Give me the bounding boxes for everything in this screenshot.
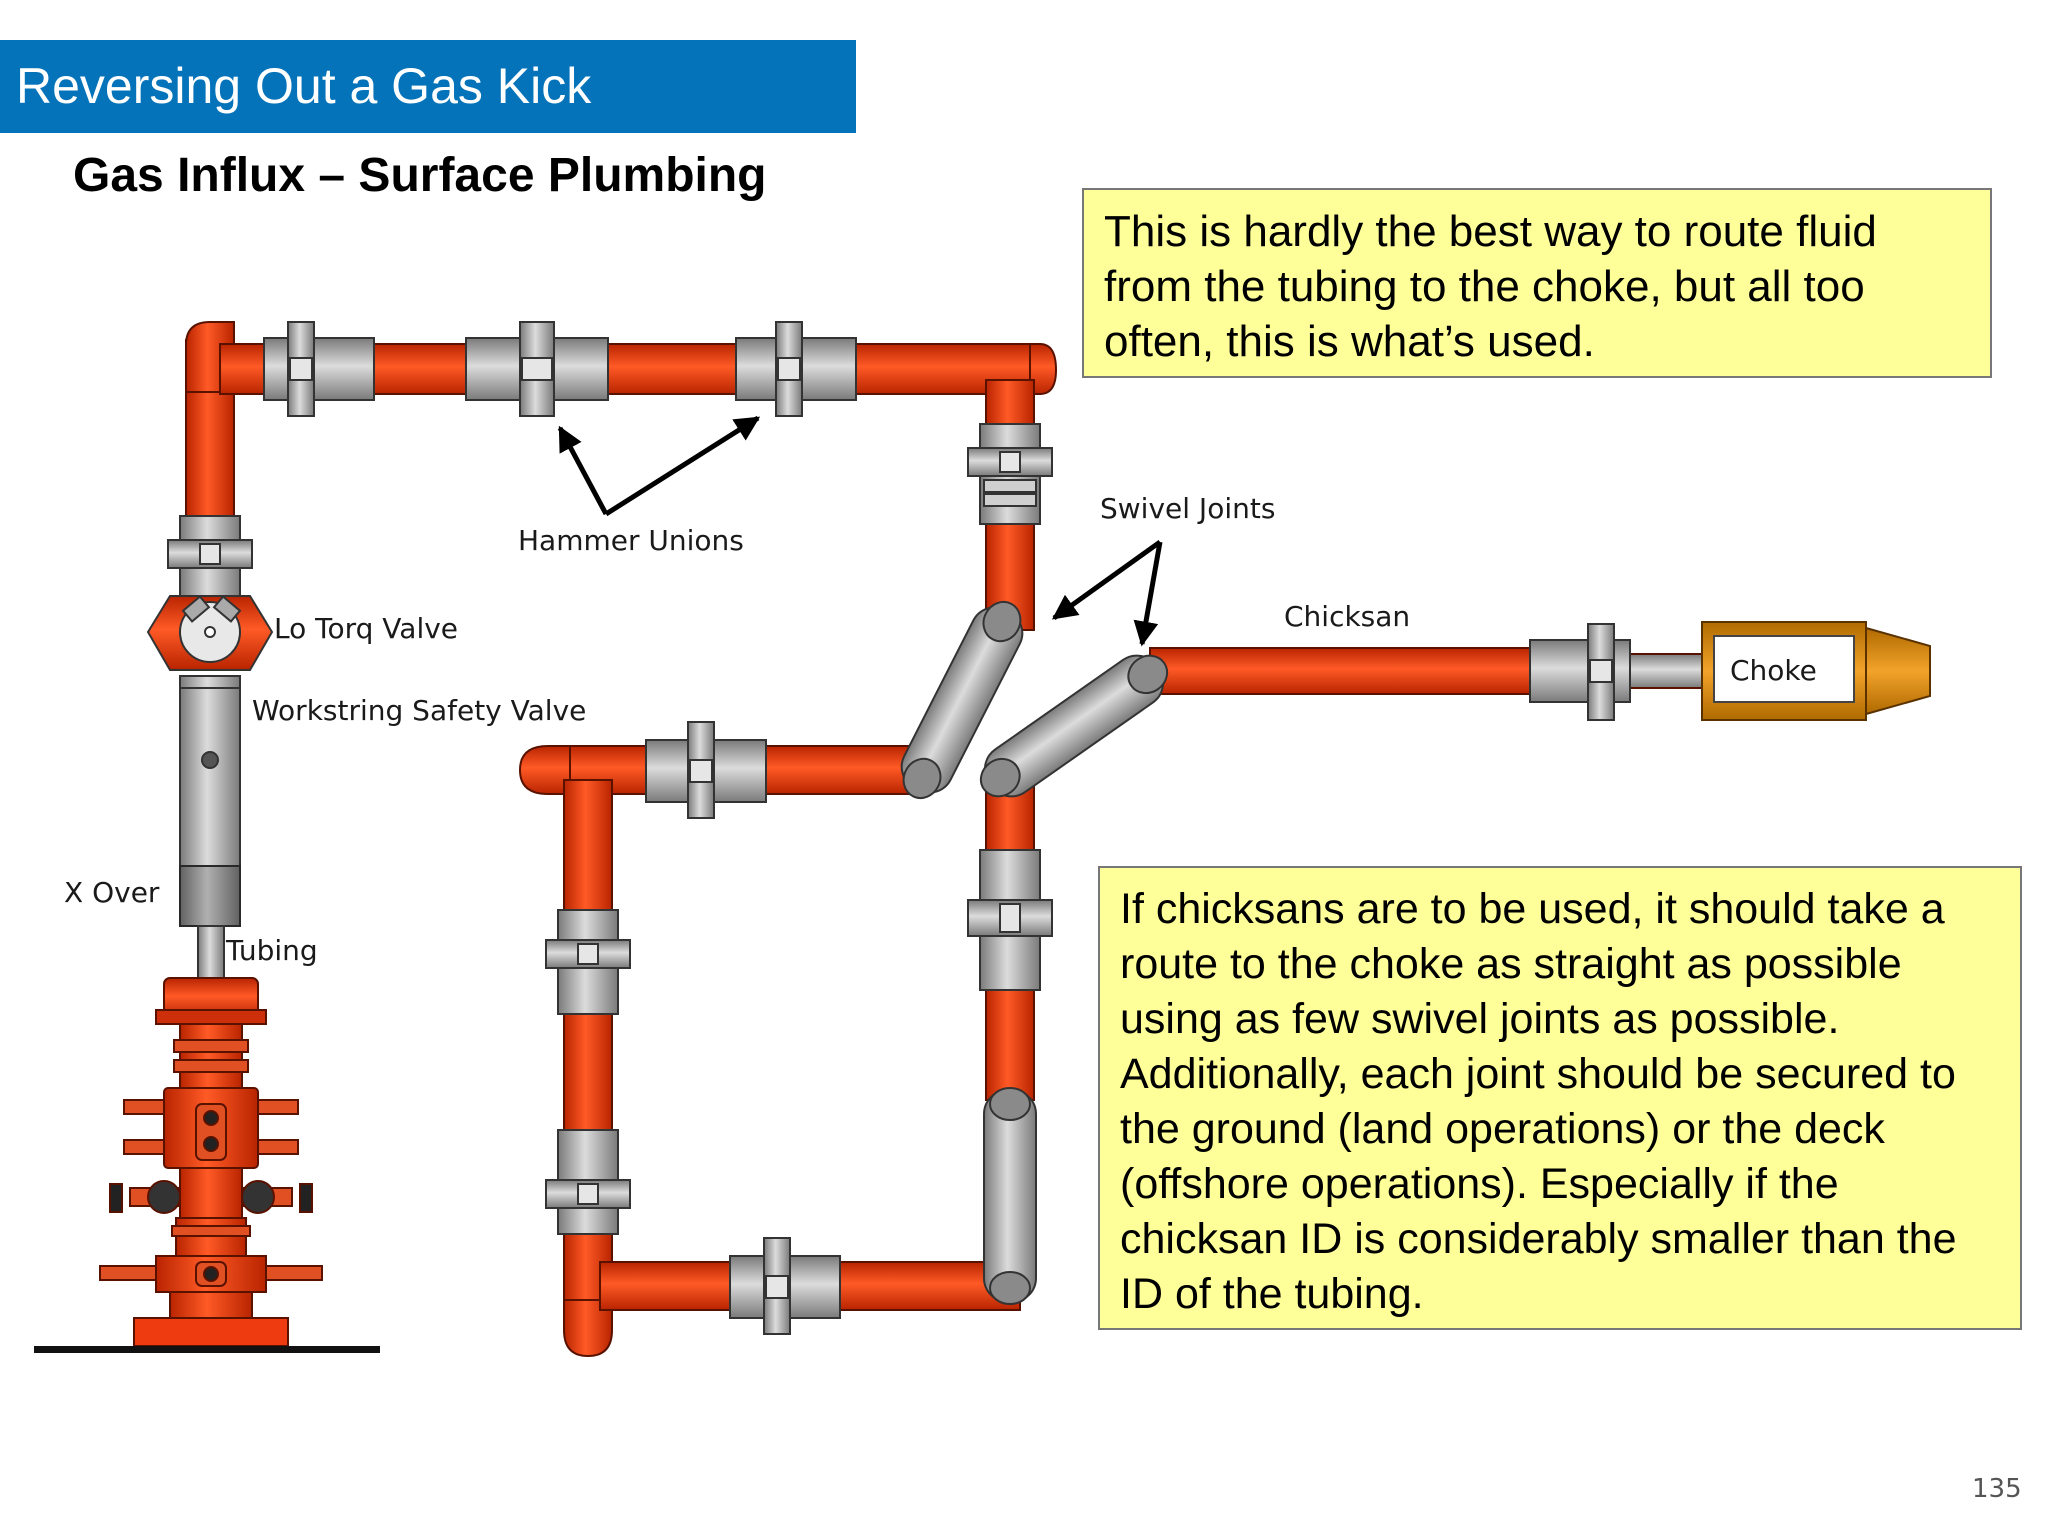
slide-title-banner: Reversing Out a Gas Kick [0, 40, 856, 133]
swivel-joints-arrow-right [1133, 541, 1163, 647]
swivel-joint-upper [900, 600, 1024, 800]
bottom-left-elbow [563, 1299, 613, 1358]
label-choke: Choke [1730, 654, 1817, 687]
top-right-elbow [1029, 343, 1058, 395]
label-hammer-unions: Hammer Unions [518, 524, 744, 557]
hammer-union-bottom [729, 1237, 841, 1335]
chicksan-pipe [1149, 647, 1551, 695]
pointer-arrows [557, 415, 1163, 647]
union-left-drop-upper [545, 909, 631, 1015]
label-lo-torq-valve: Lo Torq Valve [274, 612, 458, 645]
mid-left-elbow [518, 745, 571, 795]
choke-label-box [1713, 635, 1855, 703]
hammer-union-1 [263, 321, 375, 417]
hammer-unions [263, 321, 1631, 1335]
callout-routing-text: This is hardly the best way to route flu… [1104, 207, 1877, 366]
choke-outlet [1865, 626, 1931, 716]
ground-line [34, 1346, 380, 1353]
hammer-union-mid [645, 721, 767, 819]
slide-subtitle: Gas Influx – Surface Plumbing [73, 149, 767, 202]
hammer-union-3 [735, 321, 857, 417]
hammer-unions-arrow-right [604, 415, 761, 517]
swivel-joints [900, 600, 1169, 1305]
callout-chicksan-advice: If chicksans are to be used, it should t… [1098, 866, 2022, 1330]
union-right-drop [967, 423, 1053, 525]
hammer-union-choke [1529, 623, 1631, 721]
label-tubing: Tubing [225, 934, 318, 967]
swivel-joint-bottom-right [983, 1087, 1037, 1305]
hammer-union-2 [465, 321, 609, 417]
label-x-over: X Over [64, 876, 160, 909]
valve-stack [146, 595, 274, 981]
label-chicksan: Chicksan [1284, 600, 1410, 633]
union-left-drop-lower [545, 1129, 631, 1235]
wellhead [99, 977, 323, 1347]
workstring-safety-valve [179, 685, 241, 867]
label-workstring-safety-valve: Workstring Safety Valve [252, 694, 586, 727]
swivel-joint-lower [979, 654, 1169, 798]
hammer-unions-arrow-left [557, 425, 609, 516]
choke-inlet-pipe [1629, 653, 1711, 689]
swivel-joints-arrow-left [1051, 539, 1162, 621]
callout-routing-note: This is hardly the best way to route flu… [1082, 188, 1992, 378]
tubing [197, 925, 225, 981]
union-riser-top [167, 515, 253, 599]
x-over [179, 865, 241, 927]
vertical-unions [167, 423, 1053, 1235]
slide-title: Reversing Out a Gas Kick [16, 58, 592, 114]
callout-chicksan-text: If chicksans are to be used, it should t… [1120, 885, 1957, 1318]
choke [1701, 621, 1931, 721]
union-return-riser [967, 849, 1053, 991]
label-swivel-joints: Swivel Joints [1100, 492, 1275, 525]
page-number: 135 [1972, 1474, 2022, 1504]
left-drop-pipe [563, 779, 613, 1321]
